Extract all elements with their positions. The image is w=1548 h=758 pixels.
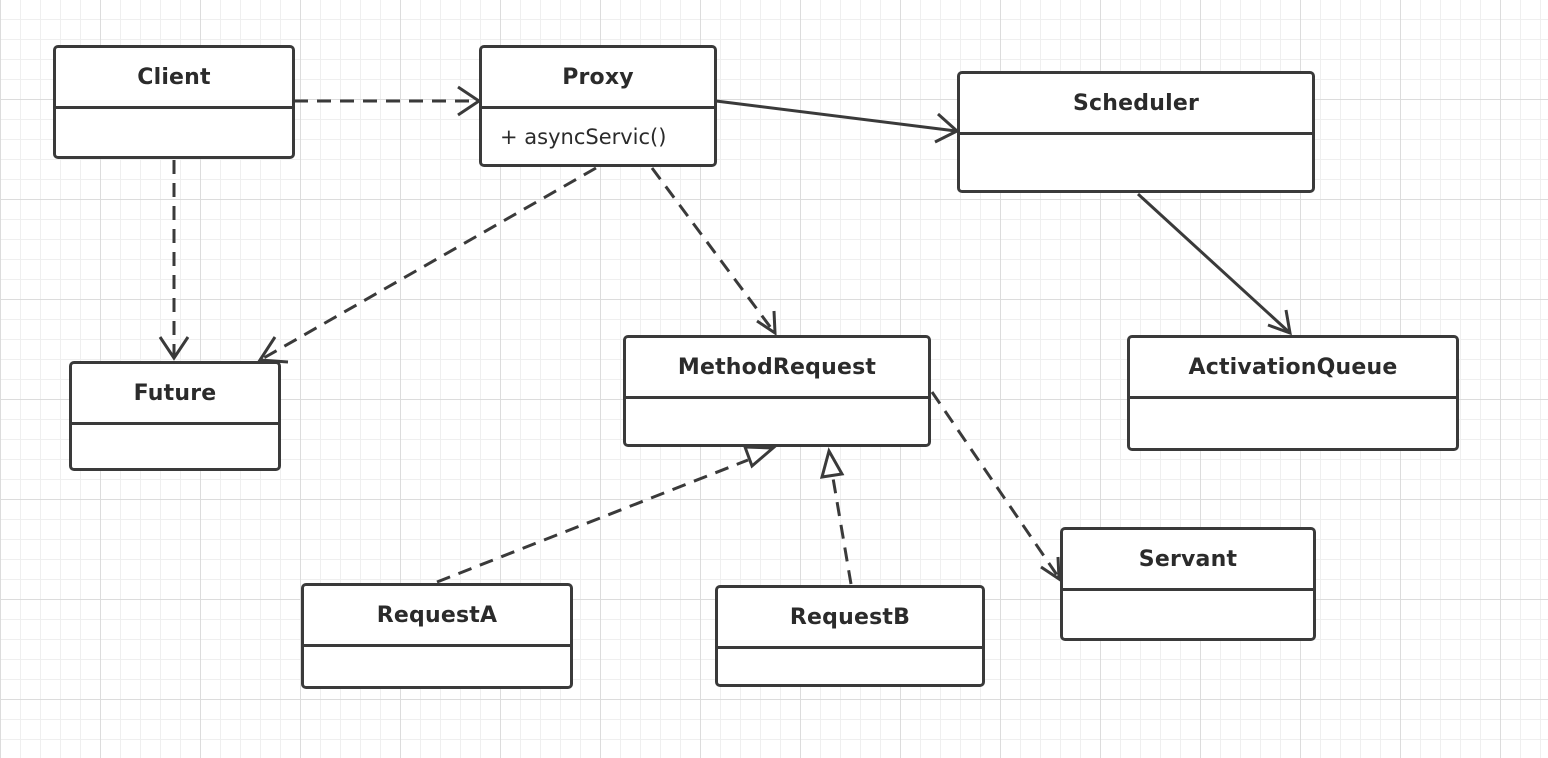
class-members: [56, 109, 292, 156]
edge-requesta-methodrequest: [436, 445, 777, 584]
class-members: [72, 425, 278, 468]
class-members: [1130, 399, 1456, 448]
edge-scheduler-activationqueue: [1136, 192, 1292, 336]
class-client[interactable]: Client: [53, 45, 295, 159]
class-members: [718, 649, 982, 684]
class-members: [1063, 591, 1313, 638]
class-servant[interactable]: Servant: [1060, 527, 1316, 641]
edge-methodrequest-servant: [930, 391, 1061, 582]
edge-client-proxy: [294, 85, 482, 117]
class-name: ActivationQueue: [1130, 338, 1456, 399]
class-name: Client: [56, 48, 292, 109]
class-name: Future: [72, 364, 278, 425]
edge-proxy-future: [257, 166, 597, 364]
edge-proxy-scheduler: [715, 99, 960, 144]
class-future[interactable]: Future: [69, 361, 281, 471]
class-method: + asyncServic(): [500, 124, 667, 149]
class-proxy[interactable]: Proxy + asyncServic(): [479, 45, 717, 167]
class-members: [304, 647, 570, 686]
edge-requestb-methodrequest: [819, 447, 853, 585]
class-methodrequest[interactable]: MethodRequest: [623, 335, 931, 447]
class-name: MethodRequest: [626, 338, 928, 399]
class-name: RequestA: [304, 586, 570, 647]
class-scheduler[interactable]: Scheduler: [957, 71, 1315, 193]
class-name: RequestB: [718, 588, 982, 649]
class-name: Scheduler: [960, 74, 1312, 135]
class-members: [960, 135, 1312, 190]
class-name: Servant: [1063, 530, 1313, 591]
edge-client-future: [158, 160, 190, 361]
class-name: Proxy: [482, 48, 714, 109]
class-requesta[interactable]: RequestA: [301, 583, 573, 689]
class-requestb[interactable]: RequestB: [715, 585, 985, 687]
edge-proxy-methodrequest: [650, 167, 777, 336]
class-members: [626, 399, 928, 444]
class-activationqueue[interactable]: ActivationQueue: [1127, 335, 1459, 451]
